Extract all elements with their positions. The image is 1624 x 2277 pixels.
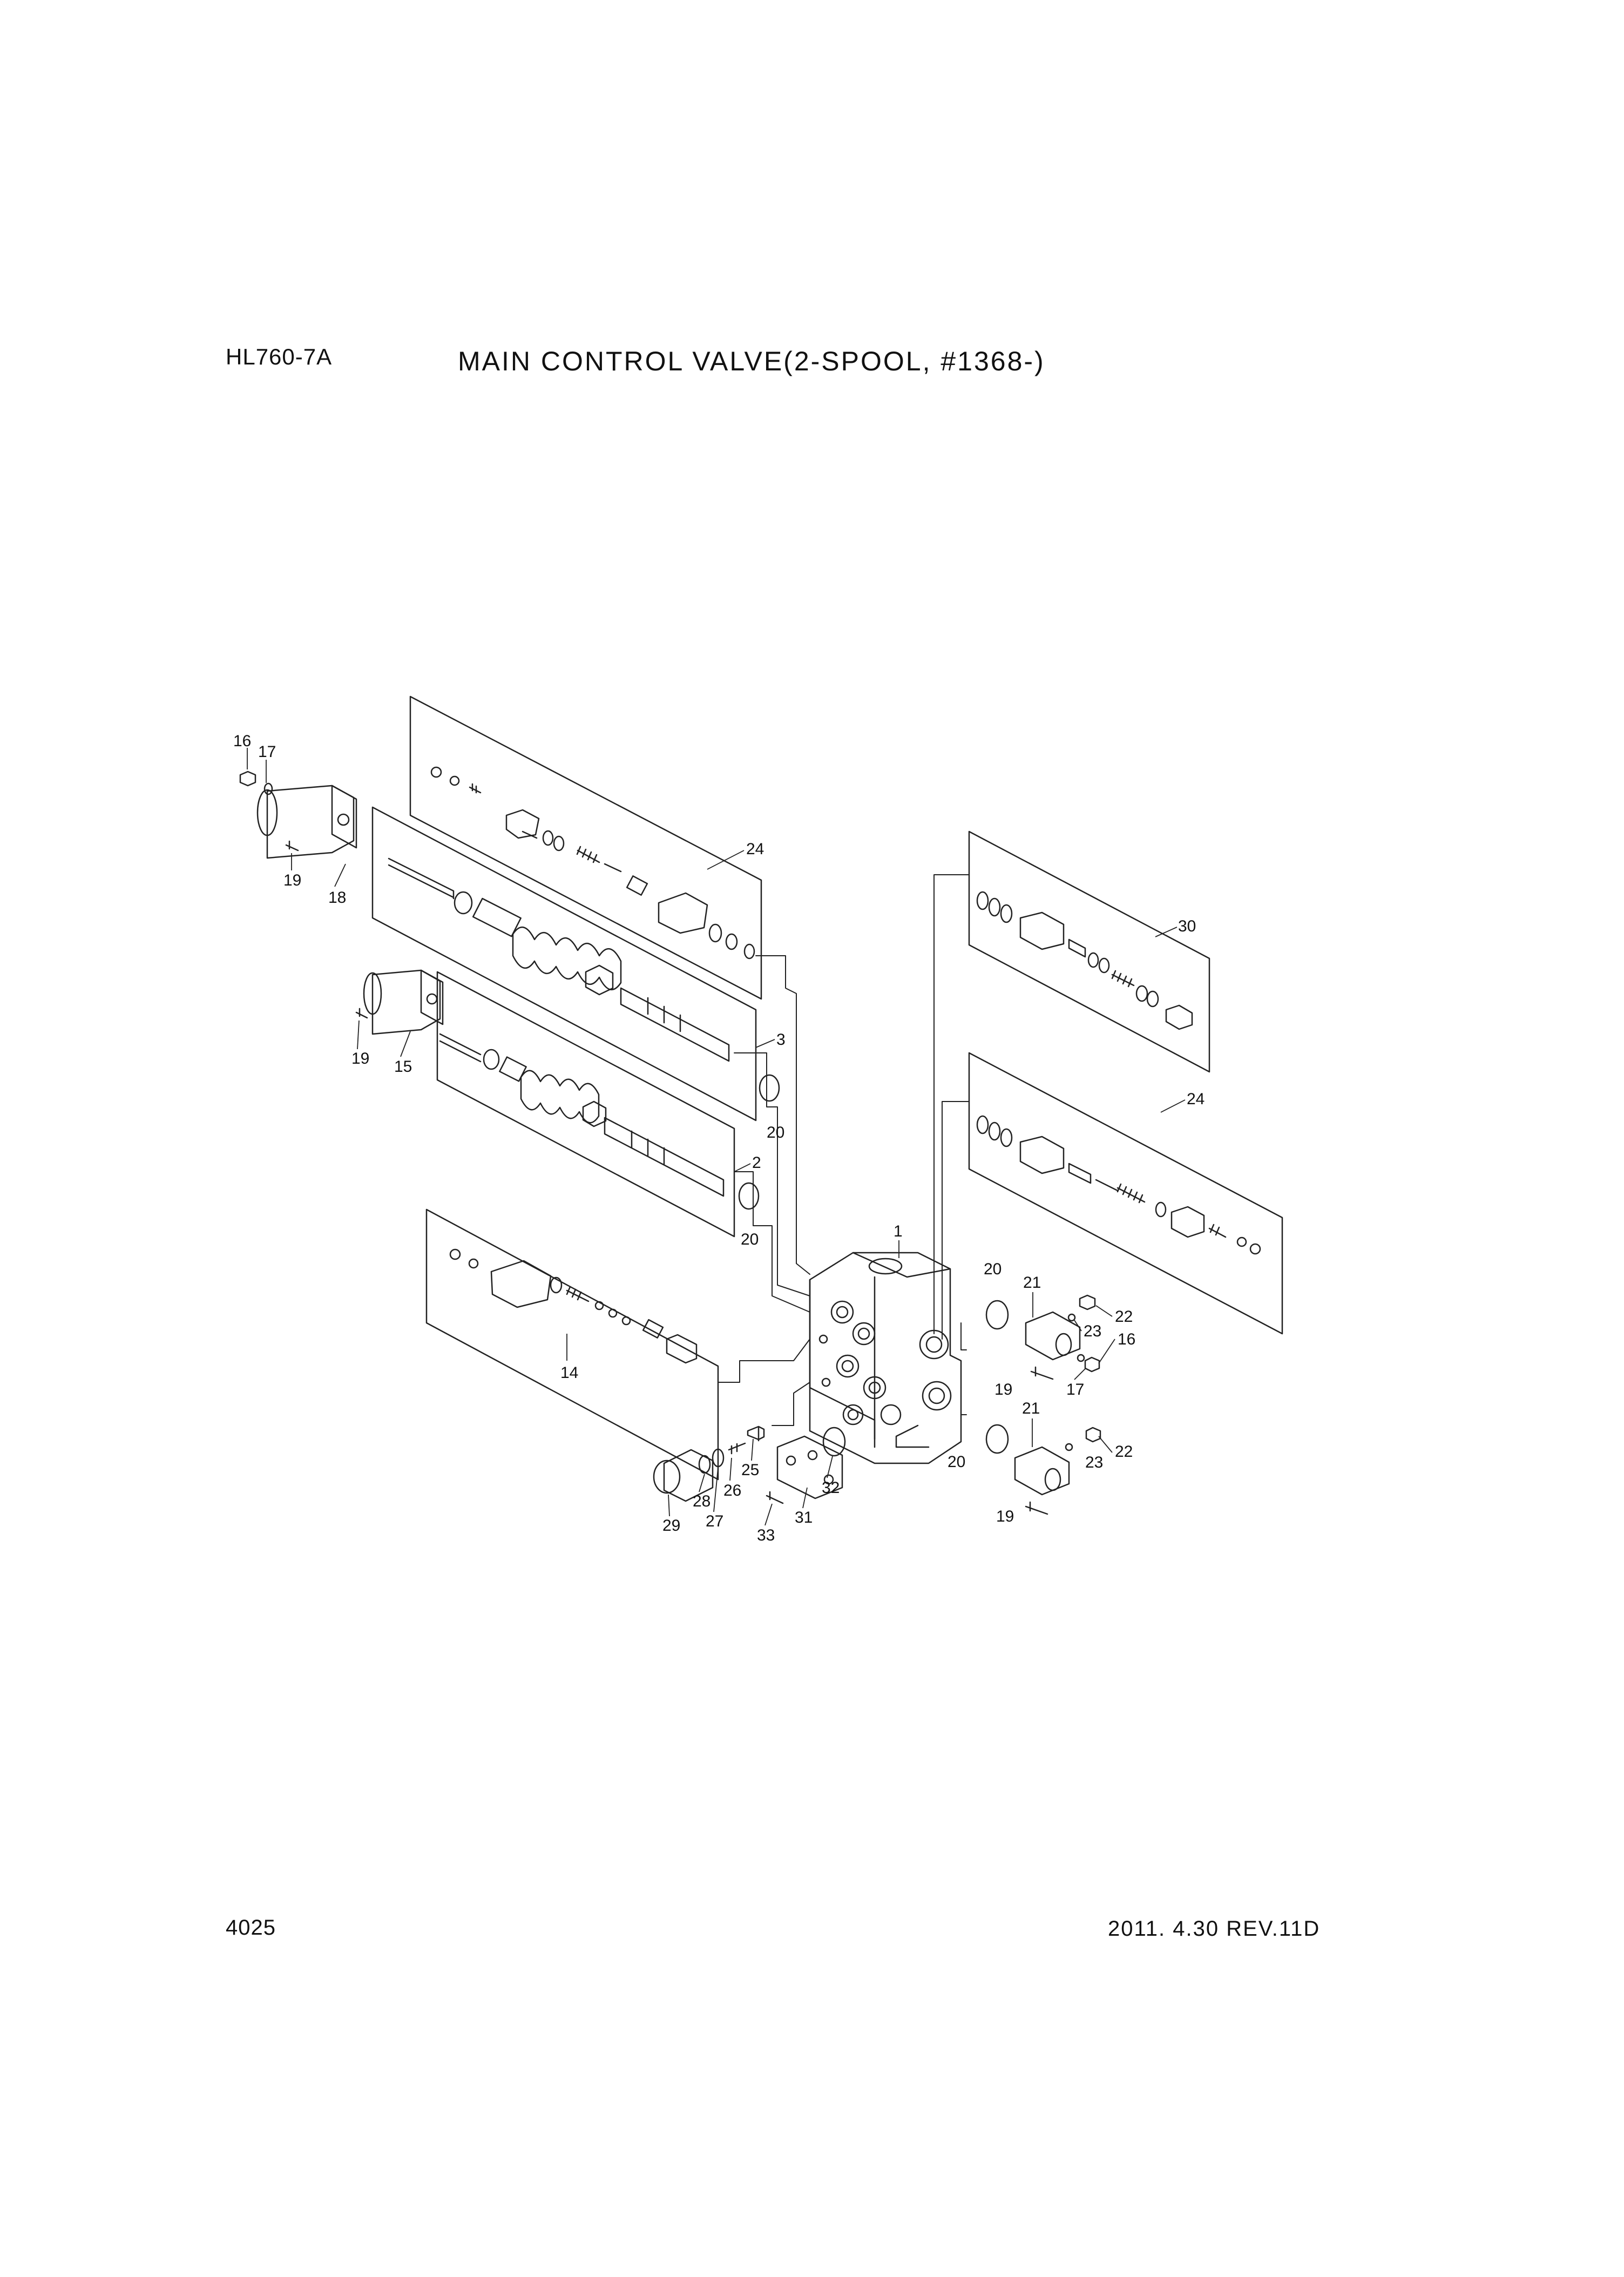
callout-22-lower: 22	[1115, 1443, 1133, 1461]
callout-33: 33	[757, 1526, 775, 1544]
callout-32: 32	[822, 1479, 840, 1497]
assembly-14-parts	[449, 1248, 698, 1364]
callout-2: 2	[752, 1154, 761, 1172]
assembly-frame-30	[968, 830, 1210, 1073]
o-ring-20-a	[759, 1074, 780, 1102]
callout-22-upper: 22	[1115, 1308, 1133, 1326]
assembly-frame-24-right	[968, 1052, 1283, 1335]
valve-body-1	[809, 1252, 962, 1464]
callout-19-d: 19	[996, 1508, 1014, 1525]
revision-date: 2011. 4.30 REV.11D	[1108, 1917, 1321, 1941]
callout-1: 1	[894, 1222, 903, 1240]
callout-17-right: 17	[1066, 1381, 1084, 1398]
o-ring-20-b	[738, 1182, 760, 1210]
assembly-frame-24-top	[409, 695, 762, 1000]
leader-lines	[718, 874, 970, 1426]
cover-plate-31	[766, 1427, 846, 1504]
callout-17-top: 17	[258, 743, 276, 761]
relief-valve-29	[653, 1425, 765, 1502]
page-title: MAIN CONTROL VALVE(2-SPOOL, #1368-)	[458, 346, 1045, 376]
callout-20-d: 20	[948, 1453, 965, 1471]
callout-20-b: 20	[741, 1231, 759, 1248]
callout-25: 25	[741, 1461, 759, 1479]
callout-19-c: 19	[994, 1381, 1012, 1398]
callout-20-a: 20	[767, 1124, 784, 1141]
solenoid-21-lower	[985, 1424, 1101, 1515]
callout-19-a: 19	[283, 871, 301, 889]
callout-18: 18	[328, 889, 346, 907]
callout-3: 3	[776, 1031, 786, 1049]
assembly-30-parts	[976, 891, 1193, 1030]
callout-26: 26	[723, 1482, 741, 1499]
callout-15: 15	[394, 1058, 412, 1076]
callout-16-right: 16	[1118, 1330, 1135, 1348]
callout-29: 29	[662, 1517, 680, 1535]
callout-23-lower: 23	[1085, 1454, 1103, 1471]
cover-cap-18	[256, 785, 357, 859]
page-number: 4025	[226, 1916, 276, 1940]
spool-frame-3	[371, 806, 757, 1121]
callout-leaders	[247, 748, 1186, 1526]
callout-19-b: 19	[351, 1050, 369, 1067]
cover-cap-15	[355, 969, 444, 1035]
solenoid-21-upper	[985, 1294, 1100, 1380]
assembly-frame-14	[425, 1208, 719, 1481]
callout-31: 31	[795, 1509, 813, 1526]
callout-23-upper: 23	[1084, 1322, 1101, 1340]
plug-16-17-top	[239, 771, 299, 852]
callout-24-top: 24	[746, 840, 764, 858]
callout-27: 27	[706, 1512, 723, 1530]
callout-16-top: 16	[233, 732, 251, 750]
assembly-24-right-parts	[976, 1115, 1261, 1255]
callout-20-c: 20	[984, 1260, 1002, 1278]
spool-frame-2	[436, 971, 735, 1238]
assembly-24-top-parts	[430, 766, 755, 960]
callout-24-right: 24	[1187, 1090, 1205, 1108]
callout-21-upper: 21	[1023, 1274, 1041, 1292]
callout-14: 14	[560, 1364, 578, 1382]
spool-3-parts	[388, 857, 730, 1062]
callout-28: 28	[693, 1492, 710, 1510]
callout-21-lower: 21	[1022, 1400, 1040, 1417]
model-number: HL760-7A	[226, 344, 333, 369]
callout-30: 30	[1178, 917, 1196, 935]
spool-2-parts	[439, 1033, 725, 1197]
